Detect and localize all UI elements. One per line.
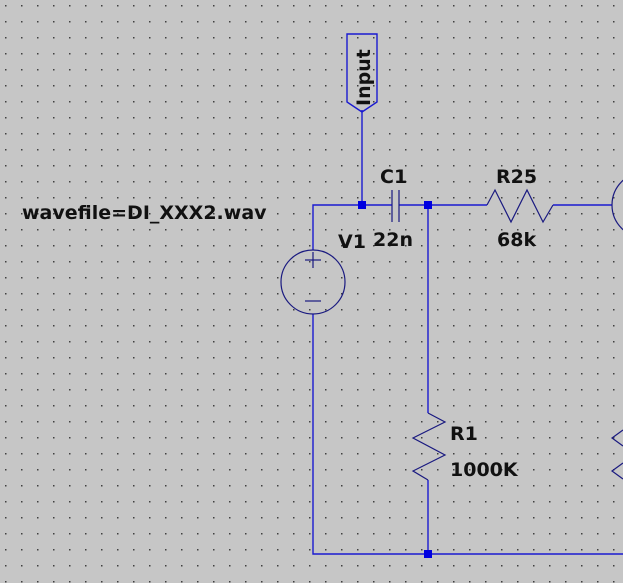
partial-resistor[interactable] xyxy=(610,462,623,480)
r25-ref[interactable]: R25 xyxy=(496,166,537,188)
r25-value[interactable]: 68k xyxy=(497,229,536,251)
v1-ref[interactable]: V1 xyxy=(338,231,366,253)
wires[interactable] xyxy=(312,110,623,555)
net-label-flag xyxy=(346,33,378,113)
net-label-input[interactable]: Input xyxy=(346,33,378,113)
c1-ref[interactable]: C1 xyxy=(380,166,407,188)
c1-value[interactable]: 22n xyxy=(373,229,413,251)
resistor-r25[interactable] xyxy=(486,188,554,224)
voltage-source-v1[interactable] xyxy=(280,249,346,315)
capacitor-c1[interactable] xyxy=(391,190,400,222)
wire-ground-rail xyxy=(312,314,623,555)
r1-ref[interactable]: R1 xyxy=(450,423,478,445)
partial-component-circle[interactable] xyxy=(611,172,623,238)
junction-dot xyxy=(424,201,432,209)
r1-value[interactable]: 1000K xyxy=(450,459,519,481)
voltage-source-symbol xyxy=(280,249,346,315)
junction-dot xyxy=(358,201,366,209)
partial-resistor[interactable] xyxy=(610,429,623,447)
net-label-text: Input xyxy=(353,49,375,106)
junction-dot xyxy=(424,550,432,558)
source-directive[interactable]: wavefile=DI_XXX2.wav xyxy=(22,202,267,224)
resistor-r1[interactable] xyxy=(411,412,447,481)
